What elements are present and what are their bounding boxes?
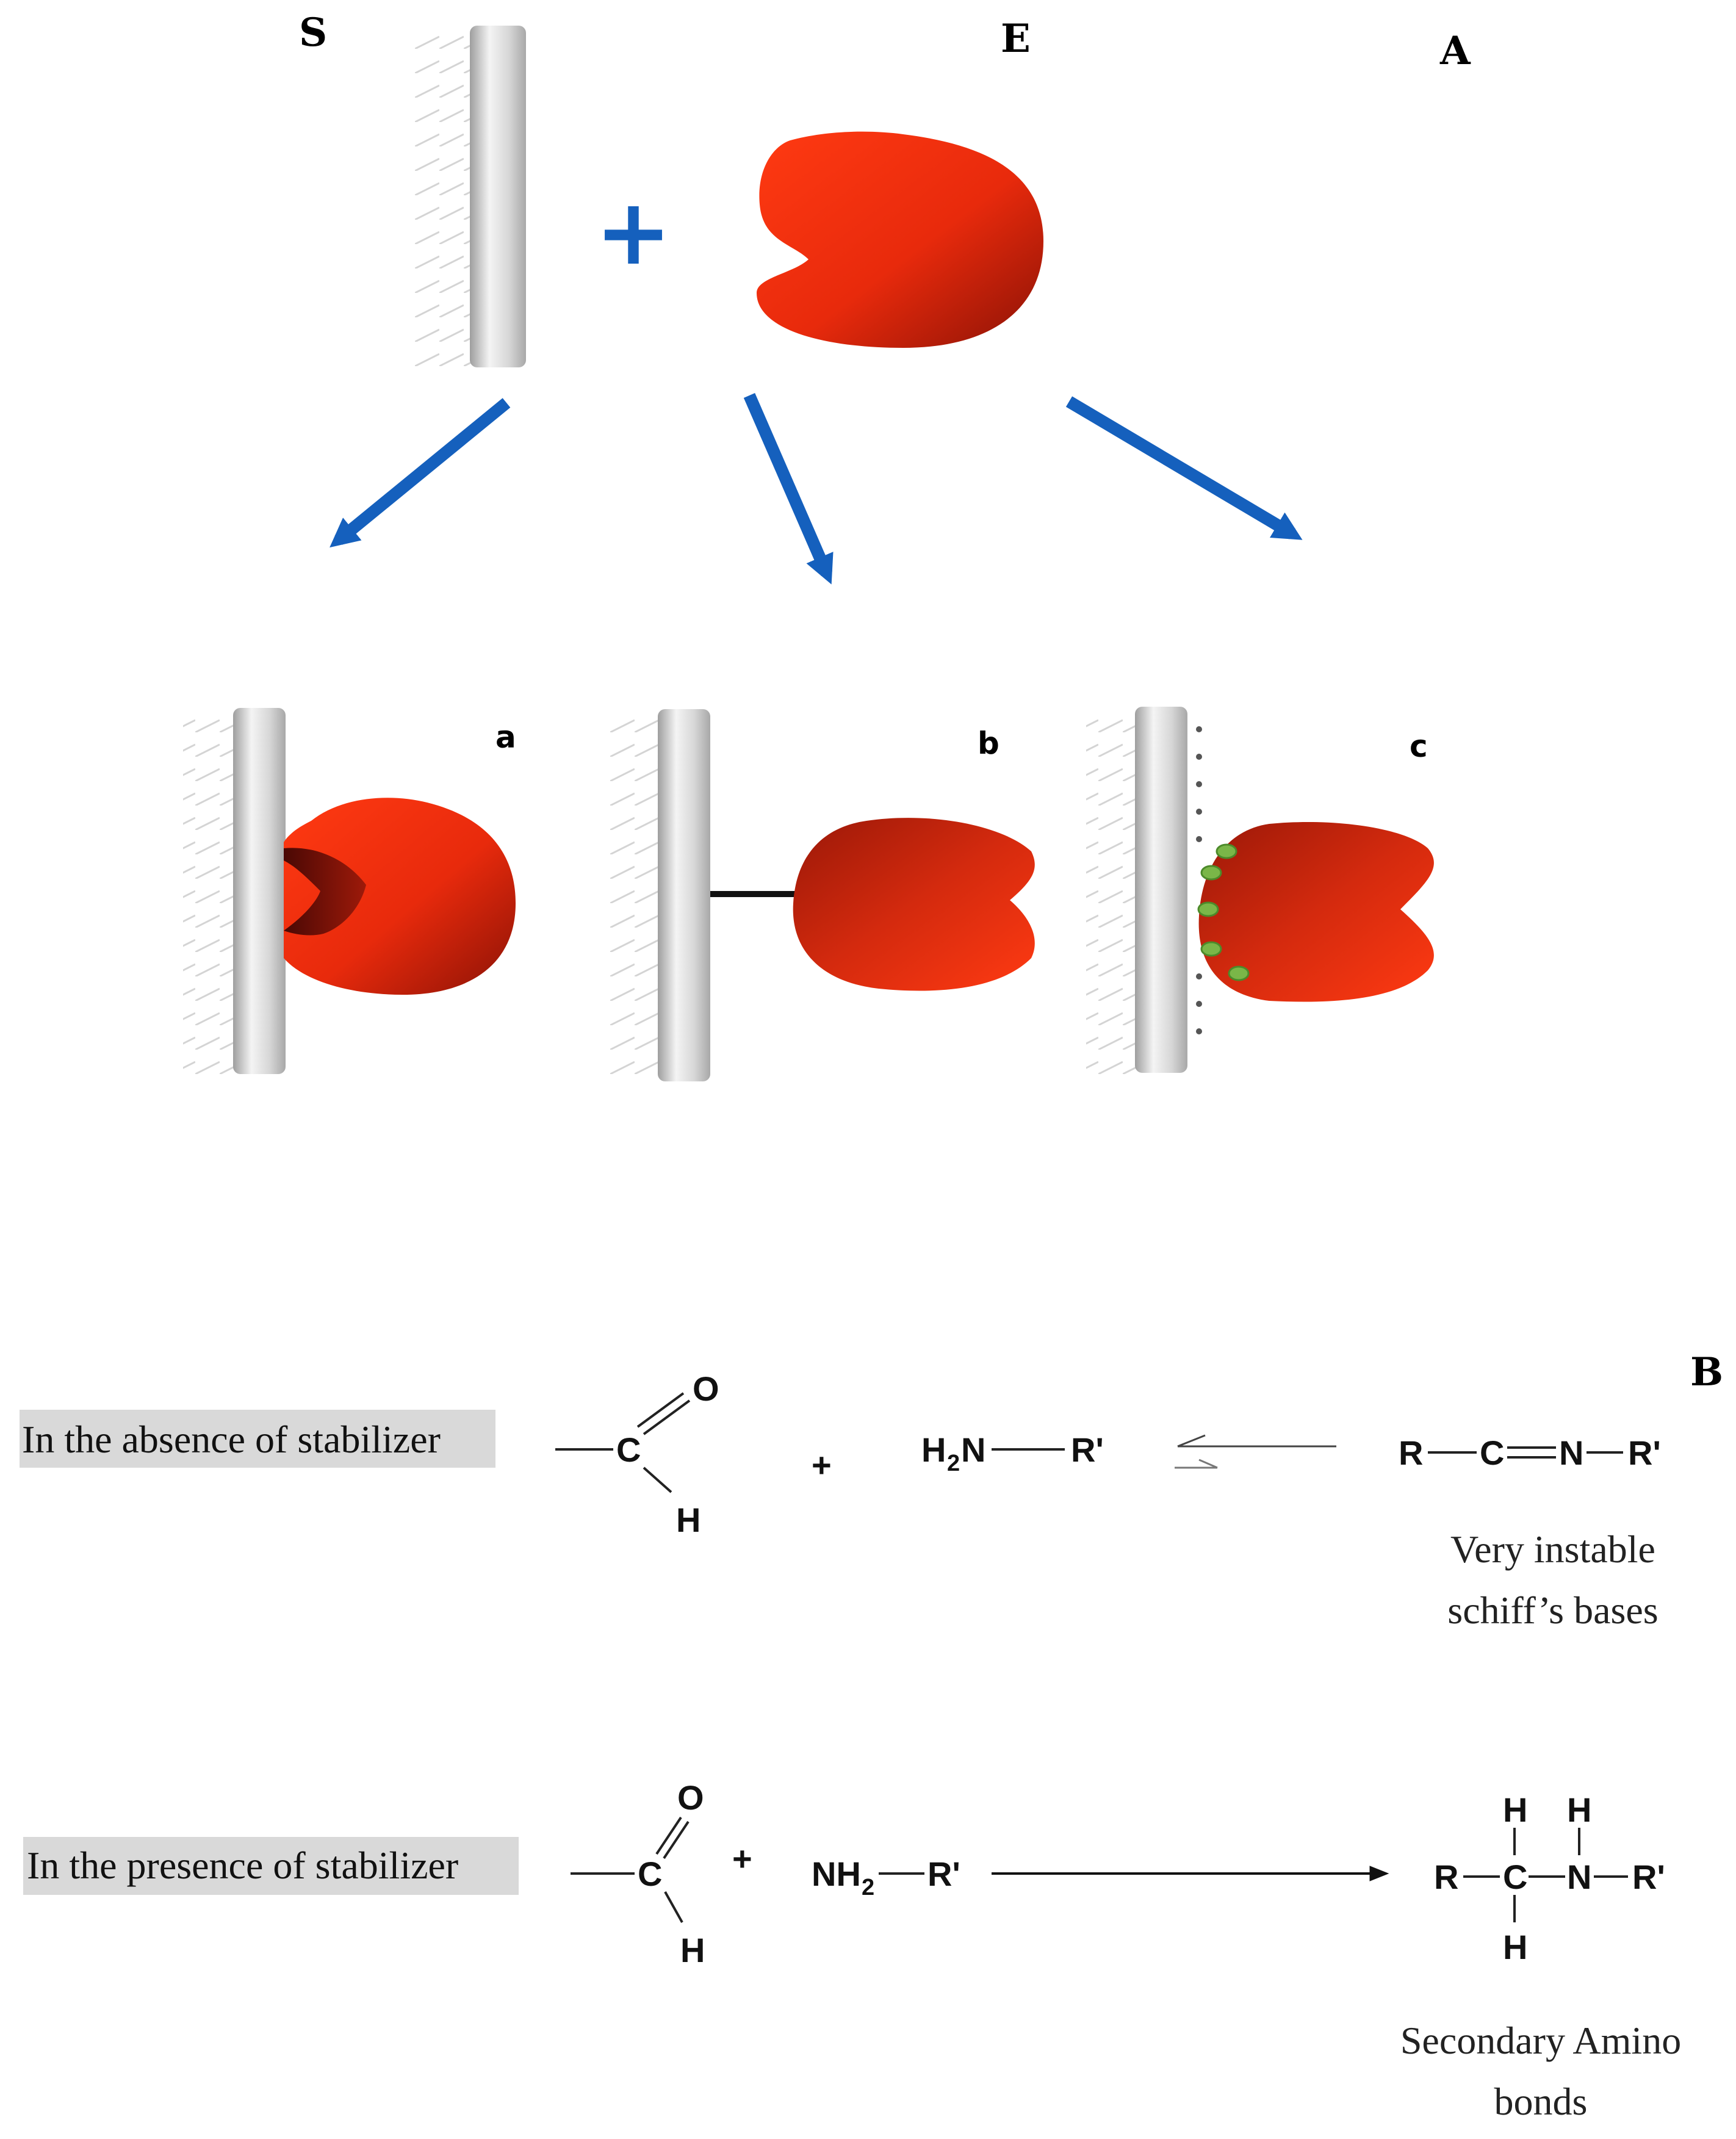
svg-text:N: N bbox=[961, 1430, 985, 1469]
support-top bbox=[415, 26, 526, 369]
svg-text:N: N bbox=[1559, 1434, 1583, 1472]
condition-presence: In the presence of stabilizer bbox=[27, 1844, 458, 1887]
svg-text:C: C bbox=[1503, 1858, 1527, 1896]
equilibrium-arrows bbox=[1175, 1434, 1336, 1469]
aldehyde-2: C O H bbox=[571, 1778, 705, 1969]
sub-label-a: a bbox=[495, 720, 516, 755]
schiff-base-product: R C N R' bbox=[1399, 1434, 1661, 1472]
condition-absence: In the absence of stabilizer bbox=[22, 1418, 441, 1461]
enzyme-a bbox=[284, 798, 516, 995]
panel-letter-b: B bbox=[1690, 1349, 1723, 1395]
svg-text:R': R' bbox=[1628, 1434, 1661, 1472]
enzyme-label: E bbox=[1001, 16, 1031, 62]
caption-secondary-2: bonds bbox=[1494, 2080, 1588, 2123]
svg-text:H: H bbox=[921, 1430, 946, 1469]
crosslinker-green-dots bbox=[1197, 843, 1250, 981]
svg-text:O: O bbox=[677, 1778, 704, 1817]
caption-secondary-1: Secondary Amino bbox=[1400, 2019, 1681, 2062]
svg-text:H: H bbox=[676, 1501, 701, 1539]
svg-text:H: H bbox=[1503, 1928, 1527, 1966]
svg-text:H: H bbox=[1503, 1791, 1527, 1829]
svg-text:H: H bbox=[1567, 1791, 1591, 1829]
plus-1: + bbox=[812, 1446, 832, 1484]
svg-text:2: 2 bbox=[947, 1451, 960, 1476]
support-a bbox=[183, 708, 286, 1074]
amine-1: H 2 N R' bbox=[921, 1430, 1104, 1476]
enzyme-top bbox=[757, 131, 1043, 348]
arrow-to-c bbox=[1065, 396, 1303, 540]
panel-letter-a: A bbox=[1439, 28, 1471, 74]
svg-text:H: H bbox=[680, 1931, 705, 1969]
svg-text:C: C bbox=[638, 1855, 662, 1893]
condition-box-presence bbox=[23, 1837, 519, 1895]
svg-text:C: C bbox=[616, 1430, 641, 1469]
plus-sign: + bbox=[595, 179, 672, 286]
arrow-to-b bbox=[743, 393, 834, 585]
caption-schiff-1: Very instable bbox=[1450, 1528, 1655, 1571]
arrow-to-a bbox=[330, 398, 511, 548]
aldehyde-1: C O H bbox=[555, 1369, 719, 1539]
svg-text:N: N bbox=[1567, 1858, 1591, 1896]
secondary-amine-product: H H R C N R' H bbox=[1434, 1791, 1665, 1966]
svg-text:C: C bbox=[1480, 1434, 1504, 1472]
amine-2: NH 2 R' bbox=[812, 1855, 960, 1900]
svg-text:NH: NH bbox=[812, 1855, 861, 1893]
enzyme-c bbox=[1198, 821, 1434, 1002]
enzyme-a-pocket bbox=[284, 848, 366, 936]
svg-text:O: O bbox=[693, 1369, 719, 1408]
enzyme-b bbox=[793, 818, 1035, 991]
svg-text:R': R' bbox=[1632, 1858, 1665, 1896]
support-b bbox=[610, 709, 710, 1083]
support-c-dots bbox=[1196, 726, 1202, 1034]
sub-label-b: b bbox=[978, 726, 999, 761]
support-c bbox=[1086, 707, 1187, 1077]
svg-text:R': R' bbox=[927, 1855, 960, 1893]
caption-schiff-2: schiff’s bases bbox=[1447, 1589, 1658, 1632]
svg-text:R: R bbox=[1434, 1858, 1458, 1896]
svg-text:R': R' bbox=[1071, 1430, 1104, 1469]
support-label: S bbox=[299, 10, 327, 56]
plus-2: + bbox=[732, 1839, 752, 1878]
sub-label-c: c bbox=[1410, 729, 1428, 764]
condition-box-absence bbox=[20, 1410, 495, 1468]
svg-text:R: R bbox=[1399, 1434, 1423, 1472]
svg-text:2: 2 bbox=[862, 1875, 874, 1900]
